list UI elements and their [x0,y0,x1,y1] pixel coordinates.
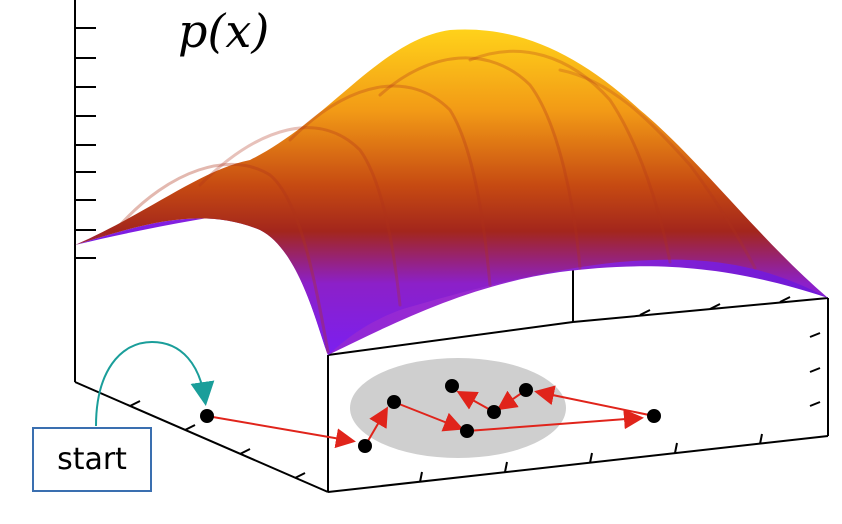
start-label: start [57,442,127,477]
floor-ticks [129,296,821,483]
start-arrow [95,340,215,427]
sample-point [647,409,661,423]
sample-point [460,424,474,438]
sample-point [519,383,533,397]
vertical-axis [74,0,96,382]
sample-point [358,439,372,453]
sample-point [387,395,401,409]
sample-points [200,379,661,453]
high-probability-region [350,358,566,458]
surface-bands [118,49,757,354]
sample-point [487,405,501,419]
sample-point [200,409,214,423]
start-label-box: start [32,427,152,492]
sample-point [445,379,459,393]
chart-title: p(x) [178,4,270,58]
surface-top [75,29,828,356]
floor-box [74,297,829,493]
